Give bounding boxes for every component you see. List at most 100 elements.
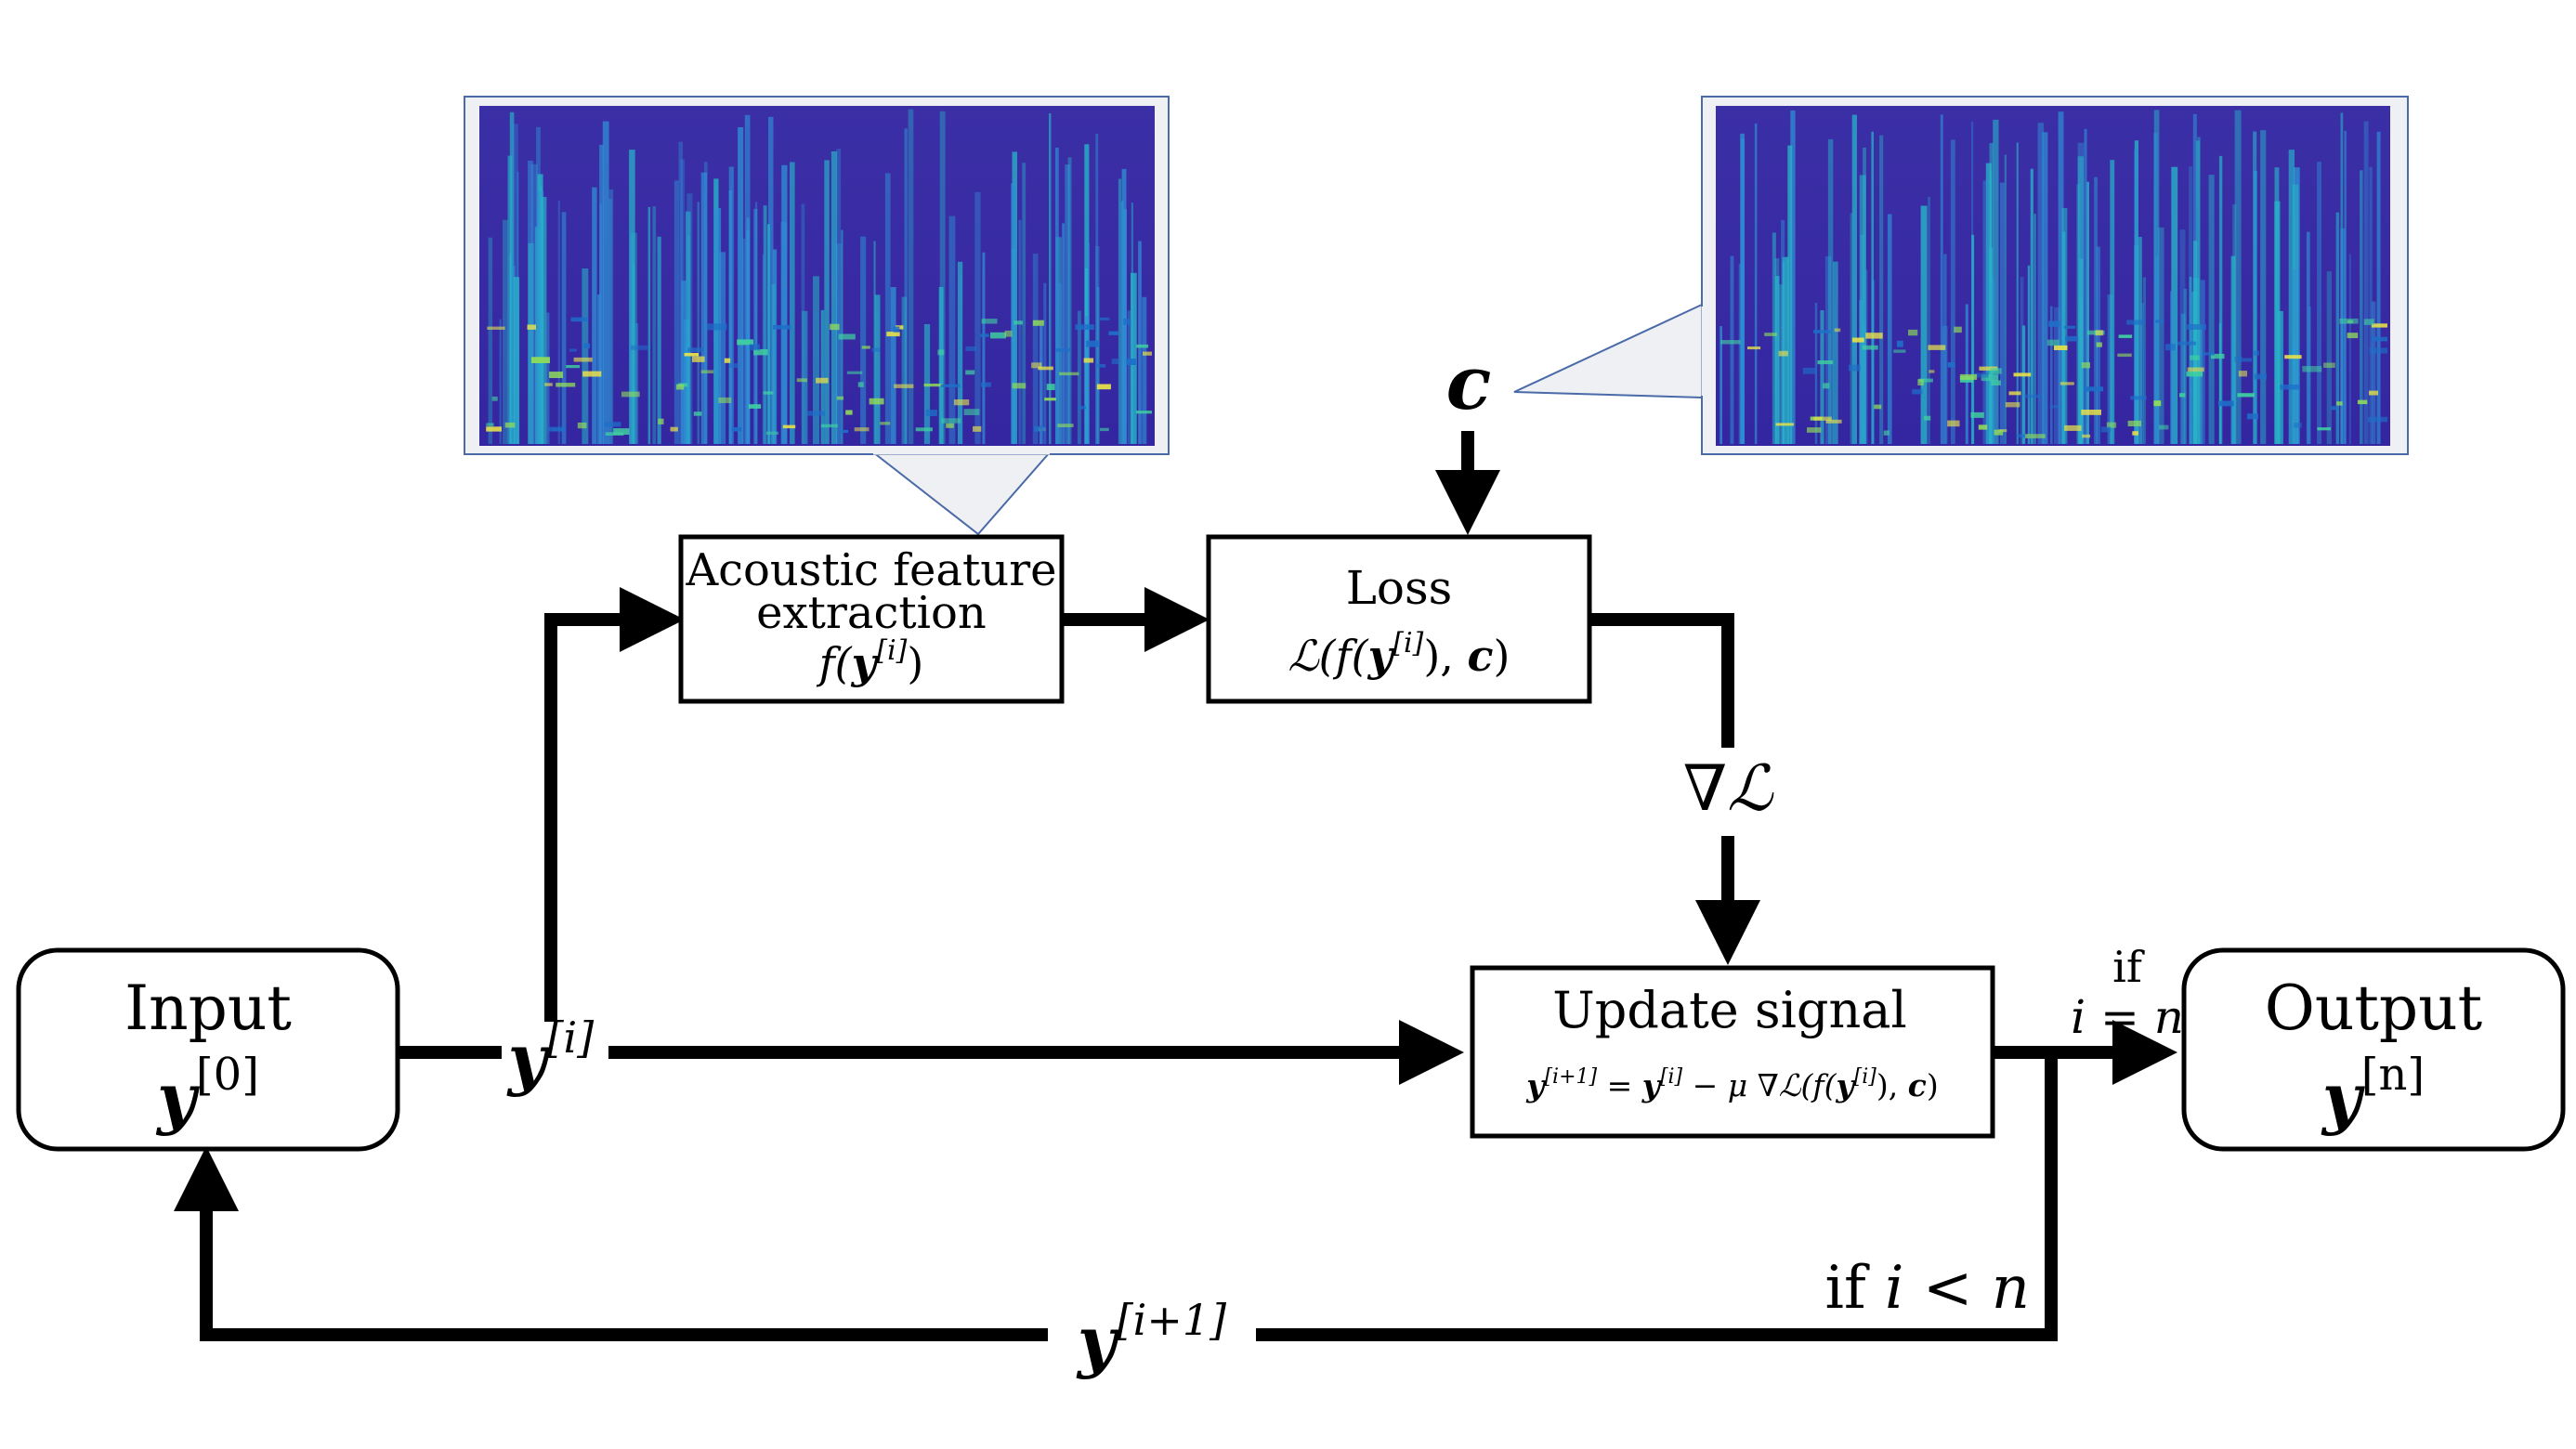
input-variable: y[0] (155, 1049, 259, 1137)
spectrogram-harmonic (486, 423, 494, 426)
spectrogram-harmonic (2155, 320, 2164, 323)
spectrogram-harmonic (816, 377, 829, 384)
spectrogram-harmonic (1136, 411, 1152, 414)
label-yi-sup: [i] (547, 1012, 595, 1063)
spectrogram-stripe (771, 284, 776, 444)
loss-title: Loss (1346, 561, 1453, 615)
spectrogram-stripe (948, 215, 956, 444)
spectrogram-harmonic (871, 347, 881, 352)
spectrogram-harmonic (1108, 331, 1118, 335)
spectrogram-harmonic (1012, 383, 1026, 389)
spectrogram-stripe (2140, 303, 2144, 444)
spectrogram-stripe (1011, 183, 1015, 445)
spectrogram-stripe (1787, 145, 1793, 444)
spectrogram-stripe (982, 252, 986, 444)
spectrogram-harmonic (2081, 362, 2090, 369)
spectrogram-harmonic (980, 382, 991, 387)
spectrogram-stripe (2058, 111, 2064, 444)
spectrogram-stripe (2077, 156, 2084, 445)
spectrogram-harmonic (1991, 380, 2001, 385)
edge-loop-back (1256, 1052, 2058, 1341)
spectrogram-harmonic (2106, 422, 2117, 428)
loss-node: Loss ℒ(f(y[i]), c) (1206, 534, 1592, 704)
spectrogram-harmonic (2064, 325, 2076, 329)
spectrogram-harmonic (728, 363, 739, 368)
spectrogram-stripe (2179, 229, 2186, 444)
spectrogram-harmonic (1143, 351, 1152, 356)
spectrogram-harmonic (1802, 367, 1817, 374)
spectrogram-harmonic (684, 353, 699, 357)
spectrogram-harmonic (1994, 429, 2004, 436)
spectrogram-harmonic (940, 384, 961, 387)
spectrogram-stripe (908, 109, 914, 444)
spectrogram-stripe (530, 163, 538, 445)
spectrogram-stripe (2288, 150, 2295, 444)
spectrogram-image-right (1716, 106, 2390, 446)
spectrogram-stripe (813, 276, 819, 444)
spectrogram-harmonic (1825, 419, 1842, 424)
spectrogram-stripe (1018, 219, 1022, 444)
spectrogram-stripe (1965, 304, 1968, 444)
spectrogram-stripe (1827, 138, 1834, 444)
spectrogram-stripe (2200, 280, 2205, 444)
edge-yi-to-feature (544, 587, 685, 1022)
feature-f: f( (817, 638, 853, 688)
update-sup3: [i] (1854, 1065, 1877, 1089)
spectrogram-stripe (1993, 119, 1999, 444)
spectrogram-stripe (2218, 155, 2223, 444)
spectrogram-stripe (2376, 131, 2381, 445)
spectrogram-stripe (830, 151, 838, 444)
spectrogram-harmonic (531, 357, 550, 363)
spectrogram-harmonic (1874, 404, 1882, 410)
spectrogram-harmonic (965, 346, 977, 351)
label-yi1: y[i+1] (1076, 1295, 1226, 1380)
spectrogram-harmonic (2280, 385, 2300, 390)
spectrogram-harmonic (1883, 430, 1890, 436)
spectrogram-stripe (2360, 170, 2363, 445)
spectrogram-harmonic (980, 333, 989, 337)
spectrogram-harmonic (1046, 384, 1055, 390)
spectrogram-stripe (2170, 291, 2175, 444)
spectrogram-harmonic (2369, 390, 2378, 396)
spectrogram-stripe (728, 166, 734, 444)
spectrogram-harmonic (1959, 373, 1978, 380)
spectrogram-harmonic (1954, 326, 1962, 333)
feature-node: Acoustic feature extraction f(y[i]) (678, 534, 1065, 704)
spectrogram-stripe (2335, 212, 2340, 444)
spectrogram-stripe (2027, 265, 2031, 444)
spectrogram-stripe (753, 208, 758, 444)
spectrogram-harmonic (570, 317, 588, 322)
spectrogram-stripe (2260, 130, 2267, 444)
spectrogram-stripe (1095, 134, 1099, 444)
update-eq: = (1597, 1067, 1642, 1103)
spectrogram-stripe (2274, 167, 2280, 444)
update-y2: y (1641, 1067, 1663, 1103)
label-grad: ∇ℒ (1683, 752, 1774, 826)
spectrogram-harmonic (1031, 362, 1042, 369)
spectrogram-harmonic (894, 384, 914, 388)
spectrogram-harmonic (2046, 339, 2059, 346)
update-sup1: [i+1] (1544, 1065, 1597, 1089)
spectrogram-stripe (960, 273, 962, 444)
spectrogram-harmonic (886, 332, 900, 337)
spectrogram-harmonic (670, 426, 678, 432)
spectrogram-stripe (1782, 256, 1789, 444)
spectrogram-harmonic (700, 370, 714, 373)
spectrogram-harmonic (772, 325, 791, 330)
feature-sup: [i] (876, 634, 907, 667)
spectrogram-stripe (2231, 323, 2235, 444)
spectrogram-stripe (939, 111, 946, 445)
spectrogram-harmonic (486, 426, 502, 432)
spectrogram-harmonic (1981, 374, 1998, 382)
spectrogram-harmonic (1978, 424, 1988, 430)
spectrogram-stripe (1871, 131, 1874, 445)
update-y1: y (1525, 1067, 1547, 1103)
spectrogram-harmonic (604, 422, 621, 427)
spectrogram-stripe (780, 221, 787, 444)
spectrogram-harmonic (973, 425, 982, 432)
spectrogram-harmonic (1924, 415, 1931, 421)
spectrogram-stripe (1740, 133, 1745, 445)
spectrogram-stripe (2033, 214, 2036, 444)
spectrogram-stripe (772, 249, 778, 444)
spectrogram-harmonic (2100, 426, 2112, 433)
